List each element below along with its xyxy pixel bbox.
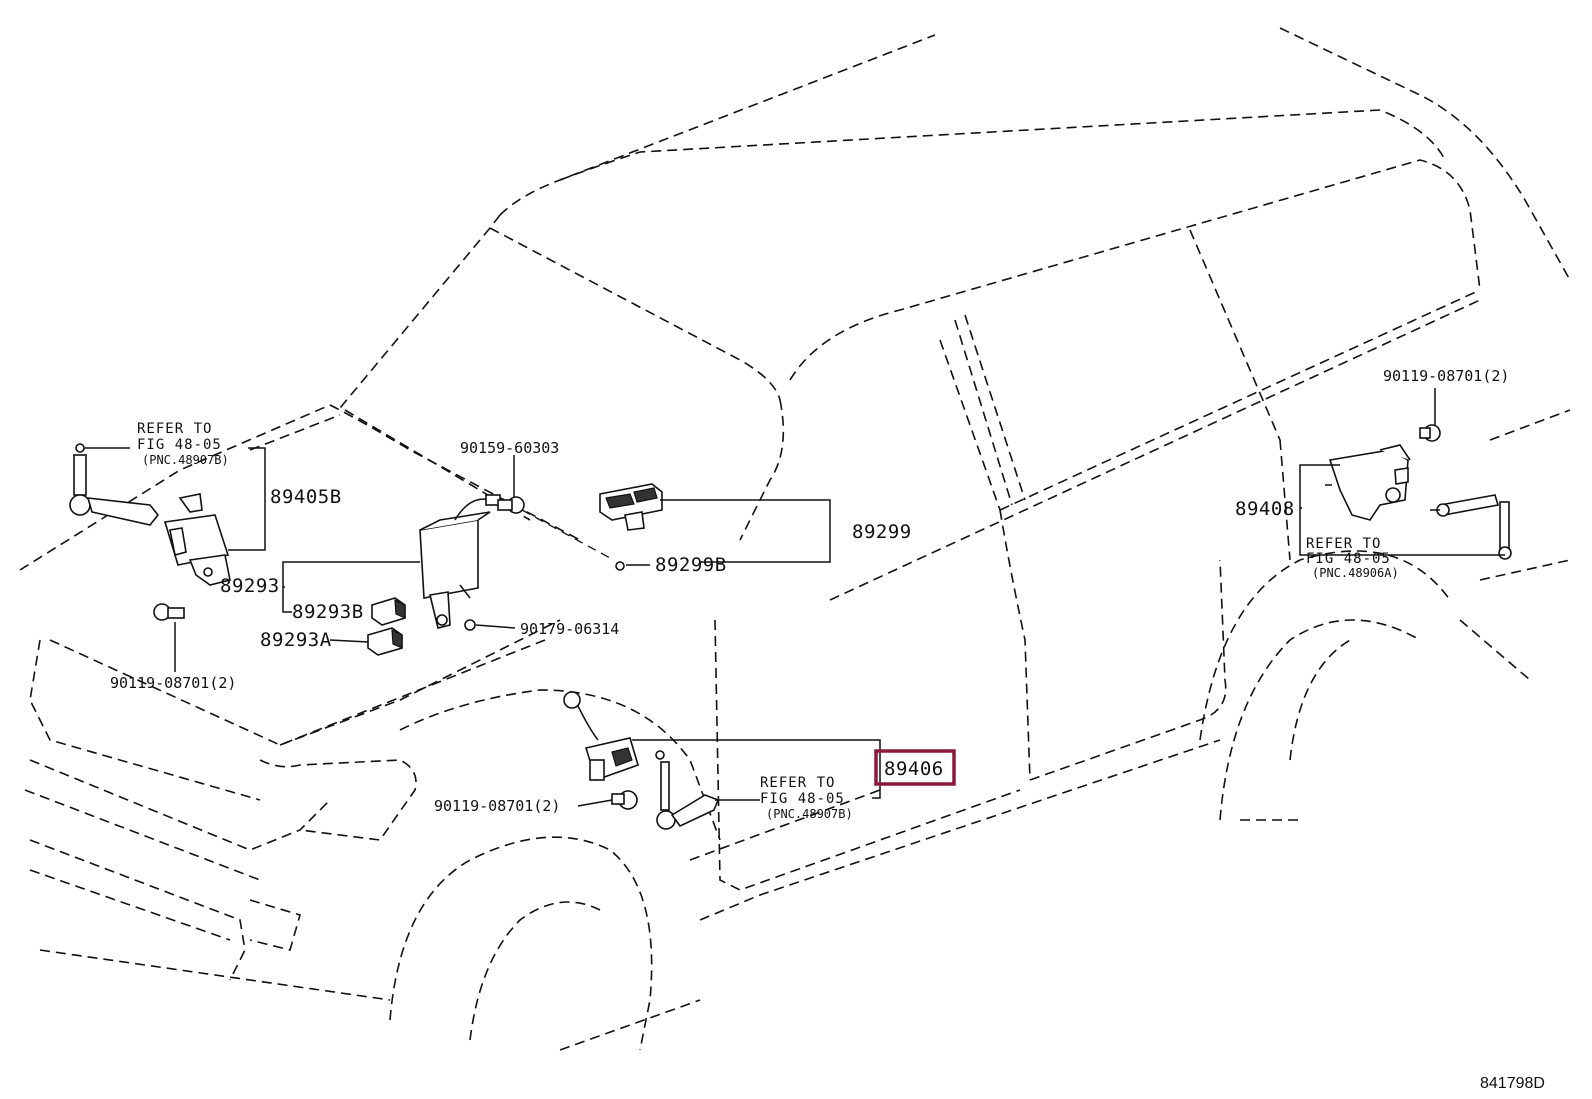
- label-89406[interactable]: 89406: [884, 758, 944, 780]
- connector-89293B: [371, 597, 406, 626]
- part-labels: 89405B 89293 89293B 89293A 90119-08701(2…: [110, 367, 1509, 815]
- ref-front-left: REFER TO FIG 48-05 (PNC.48907B): [137, 421, 229, 467]
- bolt-rear: [1419, 388, 1441, 442]
- ref-front-wheel-line3: (PNC.48907B): [766, 807, 853, 821]
- label-89299[interactable]: 89299: [852, 521, 912, 543]
- vehicle-outline: [19, 27, 1571, 1051]
- ref-front-left-line1: REFER TO: [137, 421, 212, 437]
- label-89293[interactable]: 89293: [220, 575, 280, 597]
- ref-front-wheel: REFER TO FIG 48-05 (PNC.48907B): [760, 775, 853, 821]
- label-89293B[interactable]: 89293B: [292, 601, 364, 623]
- label-89405B[interactable]: 89405B: [270, 486, 342, 508]
- height-sensor-front-left: [69, 443, 231, 586]
- ref-front-wheel-line2: FIG 48-05: [760, 791, 845, 807]
- bolt-front-wheel: [611, 790, 638, 810]
- height-sensor-rear: [1328, 444, 1512, 560]
- ref-rear-line3: (PNC.48906A): [1312, 566, 1399, 580]
- label-bolt-rear[interactable]: 90119-08701(2): [1383, 367, 1509, 385]
- connector-89293A: [367, 627, 403, 656]
- ref-rear-line2: FIG 48-05: [1306, 551, 1391, 567]
- nut-90179: [464, 619, 516, 631]
- figure-id: 841798D: [1480, 1075, 1545, 1092]
- bolt-front-left: [153, 603, 185, 672]
- ref-rear: REFER TO FIG 48-05 (PNC.48906A): [1306, 536, 1399, 580]
- ref-front-left-line2: FIG 48-05: [137, 437, 222, 453]
- label-bolt-front-left[interactable]: 90119-08701(2): [110, 674, 236, 692]
- headlamp-leveling-switch: [599, 483, 663, 571]
- bolt-90159: [497, 455, 525, 514]
- headlamp-leveling-ecu: [419, 494, 501, 629]
- highlight-box-89406: [874, 749, 956, 786]
- ref-front-wheel-line1: REFER TO: [760, 775, 835, 791]
- label-89299B[interactable]: 89299B: [655, 554, 727, 576]
- leader-lines: [100, 447, 1505, 807]
- height-sensor-front-wheel: [563, 691, 720, 830]
- label-bolt-90159[interactable]: 90159-60303: [460, 439, 559, 457]
- label-bolt-front-wheel[interactable]: 90119-08701(2): [434, 797, 560, 815]
- label-nut-90179[interactable]: 90179-06314: [520, 620, 619, 638]
- label-89293A[interactable]: 89293A: [260, 629, 332, 651]
- ref-front-left-line3: (PNC.48907B): [142, 453, 229, 467]
- ref-rear-line1: REFER TO: [1306, 536, 1381, 552]
- label-89408[interactable]: 89408: [1235, 498, 1295, 520]
